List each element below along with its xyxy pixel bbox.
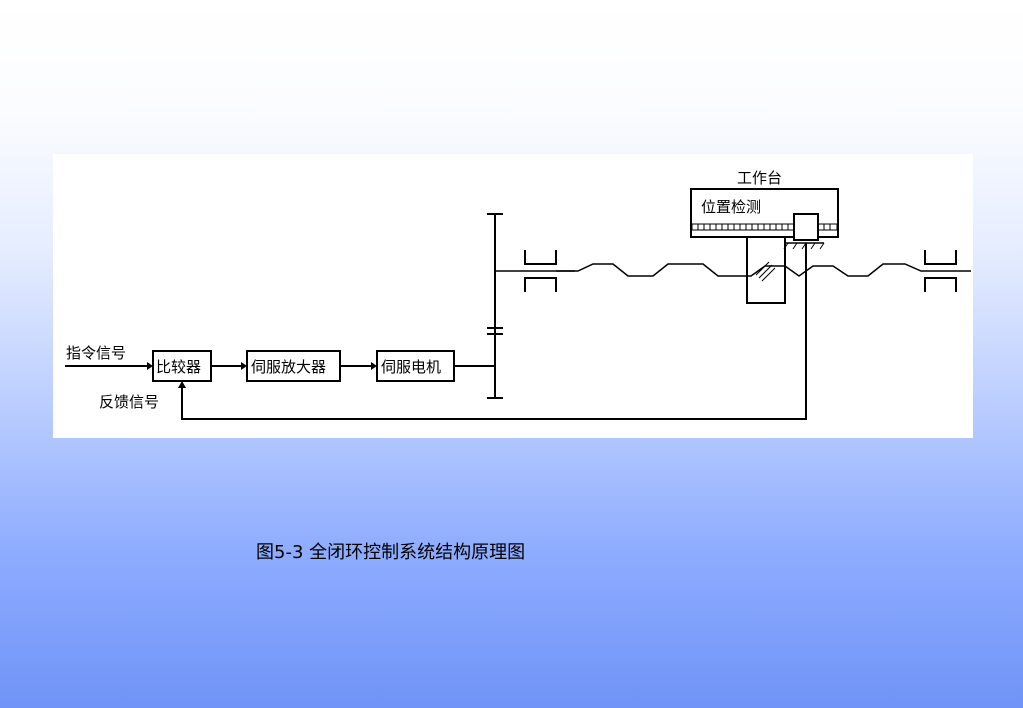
arrow-to-motor xyxy=(371,362,377,370)
screw-nut xyxy=(746,236,786,304)
nut-hatch xyxy=(755,261,776,282)
right-bearing xyxy=(924,250,957,292)
servo-motor-label: 伺服电机 xyxy=(381,358,441,376)
input-signal-label: 指令信号 xyxy=(66,344,126,362)
figure-caption: 图5-3 全闭环控制系统结构原理图 xyxy=(256,542,526,563)
comparator-label: 比较器 xyxy=(156,358,201,376)
left-bearing xyxy=(524,250,557,292)
feedback-arrow xyxy=(178,381,186,388)
position-detection-label: 位置检测 xyxy=(701,198,761,216)
servo-amplifier-label: 伺服放大器 xyxy=(251,358,326,376)
read-head xyxy=(793,213,819,241)
feedback-line xyxy=(181,243,807,420)
worktable-label: 工作台 xyxy=(737,169,782,187)
read-head-mount-hatch xyxy=(783,242,825,250)
diagram-panel: 指令信号 比较器 伺服放大器 伺服电机 xyxy=(53,154,973,438)
input-arrow xyxy=(147,362,153,370)
arrow-to-amplifier xyxy=(241,362,247,370)
feedback-signal-label: 反馈信号 xyxy=(99,393,159,411)
closed-loop-diagram: 指令信号 比较器 伺服放大器 伺服电机 xyxy=(65,169,971,420)
